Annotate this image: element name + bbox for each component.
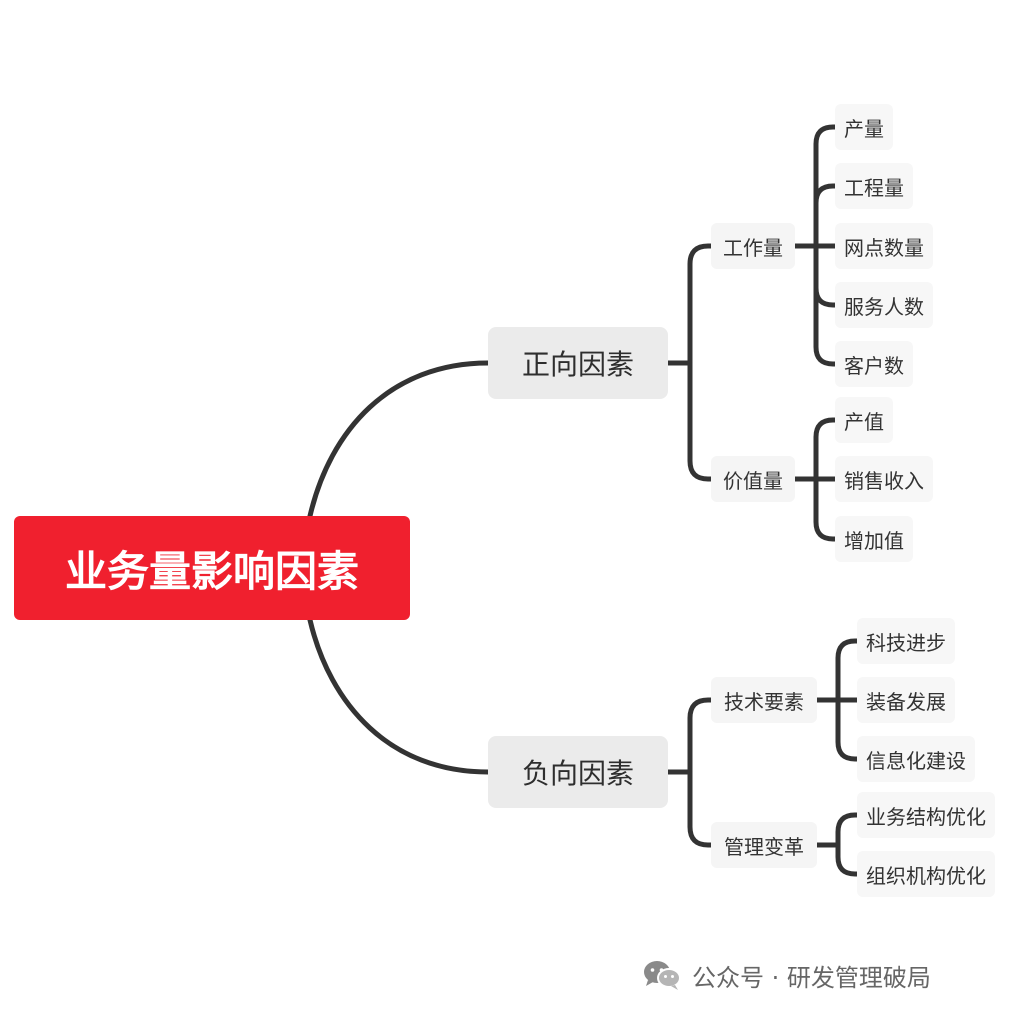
- leaf-node[interactable]: 销售收入: [835, 456, 933, 502]
- workload-node[interactable]: 工作量: [711, 223, 795, 269]
- wechat-icon: [644, 961, 681, 990]
- leaf-node[interactable]: 科技进步: [857, 618, 955, 664]
- root-node[interactable]: 业务量影响因素: [14, 516, 410, 620]
- management-reform-node[interactable]: 管理变革: [711, 822, 817, 868]
- positive-factors-node[interactable]: 正向因素: [488, 327, 668, 399]
- negative-factors-node[interactable]: 负向因素: [488, 736, 668, 808]
- footer-text: 公众号 · 研发管理破局: [692, 963, 931, 992]
- footer-watermark: 公众号 · 研发管理破局: [642, 953, 931, 997]
- value-node[interactable]: 价值量: [711, 456, 795, 502]
- leaf-node[interactable]: 信息化建设: [857, 736, 975, 782]
- leaf-node[interactable]: 组织机构优化: [857, 851, 995, 897]
- leaf-node[interactable]: 服务人数: [835, 282, 933, 328]
- leaf-node[interactable]: 网点数量: [835, 223, 933, 269]
- leaf-node[interactable]: 增加值: [835, 516, 913, 562]
- leaf-node[interactable]: 业务结构优化: [857, 792, 995, 838]
- leaf-node[interactable]: 工程量: [835, 163, 913, 209]
- leaf-node[interactable]: 客户数: [835, 341, 913, 387]
- leaf-node[interactable]: 装备发展: [857, 677, 955, 723]
- leaf-node[interactable]: 产量: [835, 104, 893, 150]
- tech-factors-node[interactable]: 技术要素: [711, 677, 817, 723]
- leaf-node[interactable]: 产值: [835, 397, 893, 443]
